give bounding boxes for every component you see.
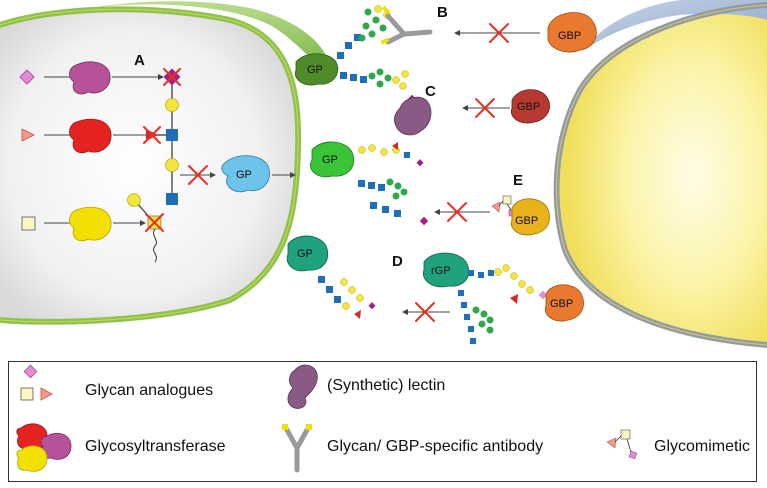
gbp-label-yellow: GBP [515, 215, 538, 227]
rgp-protein: rGP [422, 252, 470, 288]
inhibition-e [434, 202, 490, 222]
legend-antibody: Glycan/ GBP-specific antibody [327, 438, 544, 455]
gbp-label-red: GBP [517, 101, 540, 113]
gp-label-middle: GP [322, 154, 338, 166]
right-cell [553, 0, 767, 348]
legend-diamond-icon [23, 364, 38, 379]
gp-label-bottom: GP [297, 248, 313, 260]
lectin-c [393, 96, 432, 136]
inhibition-c [462, 98, 510, 118]
legend-triangle-icon [40, 387, 53, 401]
glycan-chain-c [340, 68, 417, 104]
legend-square-icon [20, 387, 34, 401]
legend-icons [16, 364, 638, 473]
gbp-protein-top: GBP [547, 12, 597, 53]
glycan-trees-d [458, 264, 548, 344]
legend-magenta-enzyme-icon [40, 432, 72, 460]
legend-glycan-analogues: Glycan analogues [85, 382, 214, 399]
legend-antibody-icon [282, 424, 312, 473]
panel-letter-b: B [437, 4, 448, 21]
panel-letter-d: D [392, 253, 403, 270]
legend-glycosyltransferase: Glycosyltransferase [85, 438, 226, 455]
inhibited-transport: GP [180, 155, 296, 193]
legend-glycomimetic: Glycomimetic [654, 438, 751, 455]
red-glycosyltransferase-icon [69, 118, 112, 154]
glycomimetic-e [491, 195, 516, 217]
legend-box: Glycan analogues (Synthetic) lectin Glyc… [8, 361, 757, 482]
gbp-protein-red: GBP [510, 89, 550, 124]
left-cell [0, 1, 330, 325]
magenta-glycosyltransferase-icon [69, 61, 111, 95]
panel-letter-a: A [134, 52, 145, 69]
gp-protein-middle: GP [310, 141, 355, 178]
square-analogue-icon [21, 216, 36, 231]
legend-yellow-enzyme-icon [16, 445, 48, 472]
gp-label-blue: GP [236, 169, 252, 181]
growing-glycan-chain [127, 68, 181, 263]
analogue-row-3 [21, 206, 146, 242]
gbp-label-top: GBP [558, 30, 581, 42]
gbp-protein-yellow: GBP [510, 198, 550, 236]
yellow-glycosyltransferase-icon [69, 206, 112, 242]
inhibition-b [454, 23, 540, 43]
gbp-protein-bottom: GBP [544, 284, 584, 322]
panel-letter-e: E [513, 172, 523, 189]
gbp-label-bottom: GBP [550, 298, 573, 310]
gp-protein-blue [221, 155, 270, 193]
glycan-interaction-diagram: A B C D E [0, 0, 767, 348]
glycan-trees-middle [358, 142, 429, 226]
rgp-label: rGP [431, 265, 451, 277]
analogue-row-1 [19, 61, 164, 95]
inhibition-d [402, 302, 450, 322]
gp-label-top: GP [307, 64, 323, 76]
glycan-tree-b [337, 5, 391, 59]
analogue-row-2 [21, 118, 152, 154]
gp-protein-bottom: GP [286, 235, 329, 272]
legend-glycomimetic-icon [606, 429, 638, 460]
glycan-chain-bottom [318, 276, 376, 319]
antibody-b [380, 5, 433, 45]
triangle-analogue-icon [21, 128, 35, 142]
panel-letter-c: C [425, 83, 436, 100]
legend-synthetic-lectin: (Synthetic) lectin [327, 377, 446, 394]
gp-protein-top: GP [294, 53, 339, 86]
legend-lectin-icon [287, 364, 318, 409]
diamond-analogue-icon [19, 69, 35, 85]
